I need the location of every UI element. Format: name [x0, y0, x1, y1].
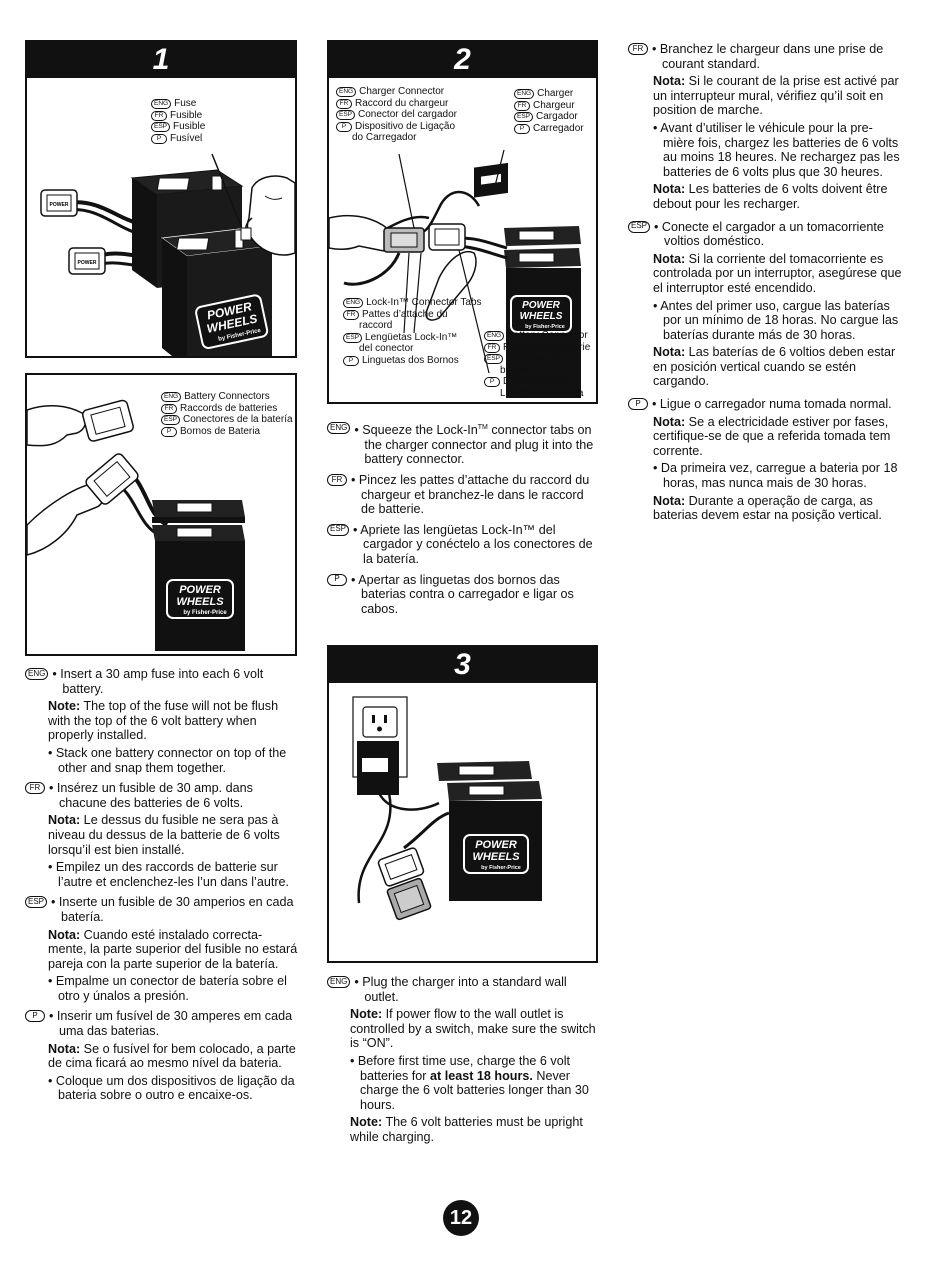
step-1-instructions: ENG• Insert a 30 amp fuse into each 6 vo…: [25, 667, 299, 1103]
instruction-text: • Conecte el cargador a un tomacorriente…: [654, 219, 884, 249]
instruction-text: • Inserte un fusible de 30 amperios en c…: [51, 895, 294, 924]
battery-icon: POWER WHEELS by Fisher-Price: [160, 227, 274, 356]
lang-tag: ENG: [25, 668, 49, 680]
instruction-text: • Avant d’utiliser le véhicule pour la p…: [653, 120, 900, 179]
lang-tag: FR: [327, 473, 347, 486]
brand-line3: by Fisher-Price: [183, 610, 227, 616]
note: Nota: Si la corriente del tomacorriente …: [653, 251, 902, 295]
note: Nota: Se o fusível for bem colocado, a p…: [48, 1041, 296, 1071]
brand-line3: by Fisher-Price: [525, 324, 565, 330]
battery-connectors-illustration: POWER WHEELS by Fisher-Price: [27, 399, 245, 651]
lang-tag: ENG: [327, 976, 351, 988]
charger-connection-illustration: POWER WHEELS by Fisher-Price: [329, 149, 581, 398]
svg-text:POWER: POWER: [50, 202, 69, 208]
instruction-text: • Insert a 30 amp fuse into each 6 volt …: [52, 667, 264, 696]
note: Nota: Durante a operação de carga, as ba…: [653, 493, 882, 523]
note: Nota: Las baterías de 6 voltios deben es…: [653, 345, 896, 389]
hand-icon: [240, 175, 295, 256]
instruction-text: • Antes del primer uso, cargue las bater…: [653, 298, 899, 342]
instruction-text: • Empalme un conector de batería sobre e…: [48, 974, 287, 1003]
instruction-text: • Stack one battery connector on top of …: [48, 745, 287, 775]
note: Nota: Si le courant de la prise est acti…: [653, 74, 899, 118]
battery-icon: POWER WHEELS by Fisher-Price: [437, 761, 542, 901]
charger-icon: [357, 741, 399, 795]
step-1-number: 1: [27, 42, 295, 78]
note: Nota: Le dessus du fusible ne sera pas à…: [48, 813, 280, 857]
instruction-text: • Empilez un des raccords de batterie su…: [48, 860, 290, 889]
battery-connector-icon: [377, 847, 425, 887]
step-1-panel: 1 POWER POWER: [25, 40, 297, 358]
instruction-text: • Plug the charger into a standard wall …: [354, 975, 567, 1004]
page-number: 12: [443, 1200, 479, 1236]
brand-line3: by Fisher-Price: [481, 865, 521, 871]
note: Note: The top of the fuse will not be fl…: [48, 699, 279, 743]
step-3-instructions-other: FR • Branchez le chargeur dans une prise …: [628, 42, 904, 526]
lang-tag: ENG: [327, 422, 351, 434]
note: Nota: Se a electricidade estiver por fas…: [653, 414, 891, 458]
note: Note: If power flow to the wall outlet i…: [350, 1007, 596, 1051]
step-2-panel: 2 POWER WHEELS by Fisher-Price: [327, 40, 598, 404]
instruction-text: • Squeeze the Lock-InTM connector tabs o…: [354, 423, 594, 467]
charger-connector-icon: [386, 877, 432, 921]
instruction-text: • Coloque um dos dispositivos de ligação…: [48, 1073, 295, 1103]
charger-outlet-illustration: POWER WHEELS by Fisher-Price: [352, 696, 542, 921]
brand-line2: WHEELS: [472, 851, 520, 863]
note: Nota: Cuando esté instalado correcta-men…: [48, 927, 298, 971]
battery-connector-icon: [81, 399, 134, 442]
lang-tag: P: [25, 1010, 45, 1023]
instruction-text: • Inserir um fusível de 30 amperes em ca…: [49, 1009, 293, 1039]
instruction-text: • Before first time use, charge the 6 vo…: [350, 1053, 589, 1112]
instruction-text: • Pincez les pattes d’attache du raccord…: [351, 472, 590, 517]
lang-tag: P: [327, 573, 347, 586]
battery-connector-icon: [85, 453, 139, 505]
step-3-number: 3: [329, 647, 596, 683]
step-3-instructions-eng: ENG• Plug the charger into a standard wa…: [327, 975, 603, 1148]
battery-icon: POWER WHEELS by Fisher-Price: [152, 500, 245, 651]
brand-line1: POWER: [522, 300, 561, 311]
instruction-text: • Branchez le chargeur dans une prise de…: [652, 42, 884, 71]
step-2-number: 2: [329, 42, 596, 78]
brand-line1: POWER: [475, 839, 517, 851]
svg-text:POWER: POWER: [78, 260, 97, 266]
lang-tag: FR: [628, 43, 648, 55]
lang-tag: ESP: [327, 523, 350, 536]
fuse-installation-illustration: POWER POWER POWER WHEELS by Fi: [40, 153, 295, 356]
lang-tag: ESP: [25, 896, 48, 909]
instruction-text: • Ligue o carregador numa tomada normal.: [652, 397, 892, 412]
step-3-panel: 3 POWER WHEELS by Fishe: [327, 645, 598, 963]
brand-line2: WHEELS: [520, 311, 563, 322]
battery-connector-icon: [428, 223, 466, 251]
instruction-text: • Insérez un fusible de 30 amp. dans cha…: [49, 781, 253, 810]
charger-icon: [474, 162, 508, 198]
battery-connector-icon: POWER: [40, 189, 78, 217]
instruction-text: • Apriete las lengüetas Lock-In™ del car…: [353, 522, 593, 566]
instruction-text: • Apertar as linguetas dos bornos das ba…: [351, 572, 574, 616]
brand-line2: WHEELS: [176, 596, 224, 608]
note: Note: The 6 volt batteries must be uprig…: [350, 1115, 583, 1144]
lang-tag: FR: [25, 782, 45, 795]
step-2-instructions: ENG• Squeeze the Lock-InTM connector tab…: [327, 421, 599, 619]
battery-connector-icon: POWER: [68, 247, 106, 275]
lang-tag: ESP: [628, 220, 651, 233]
note: Nota: Les batteries de 6 volts doivent ê…: [653, 182, 888, 211]
charger-connector-icon: [383, 227, 425, 253]
battery-icon: POWER WHEELS by Fisher-Price: [504, 226, 581, 398]
brand-line1: POWER: [179, 584, 221, 596]
lang-tag: P: [628, 398, 648, 411]
instruction-text: • Da primeira vez, carregue a bateria po…: [653, 461, 898, 491]
